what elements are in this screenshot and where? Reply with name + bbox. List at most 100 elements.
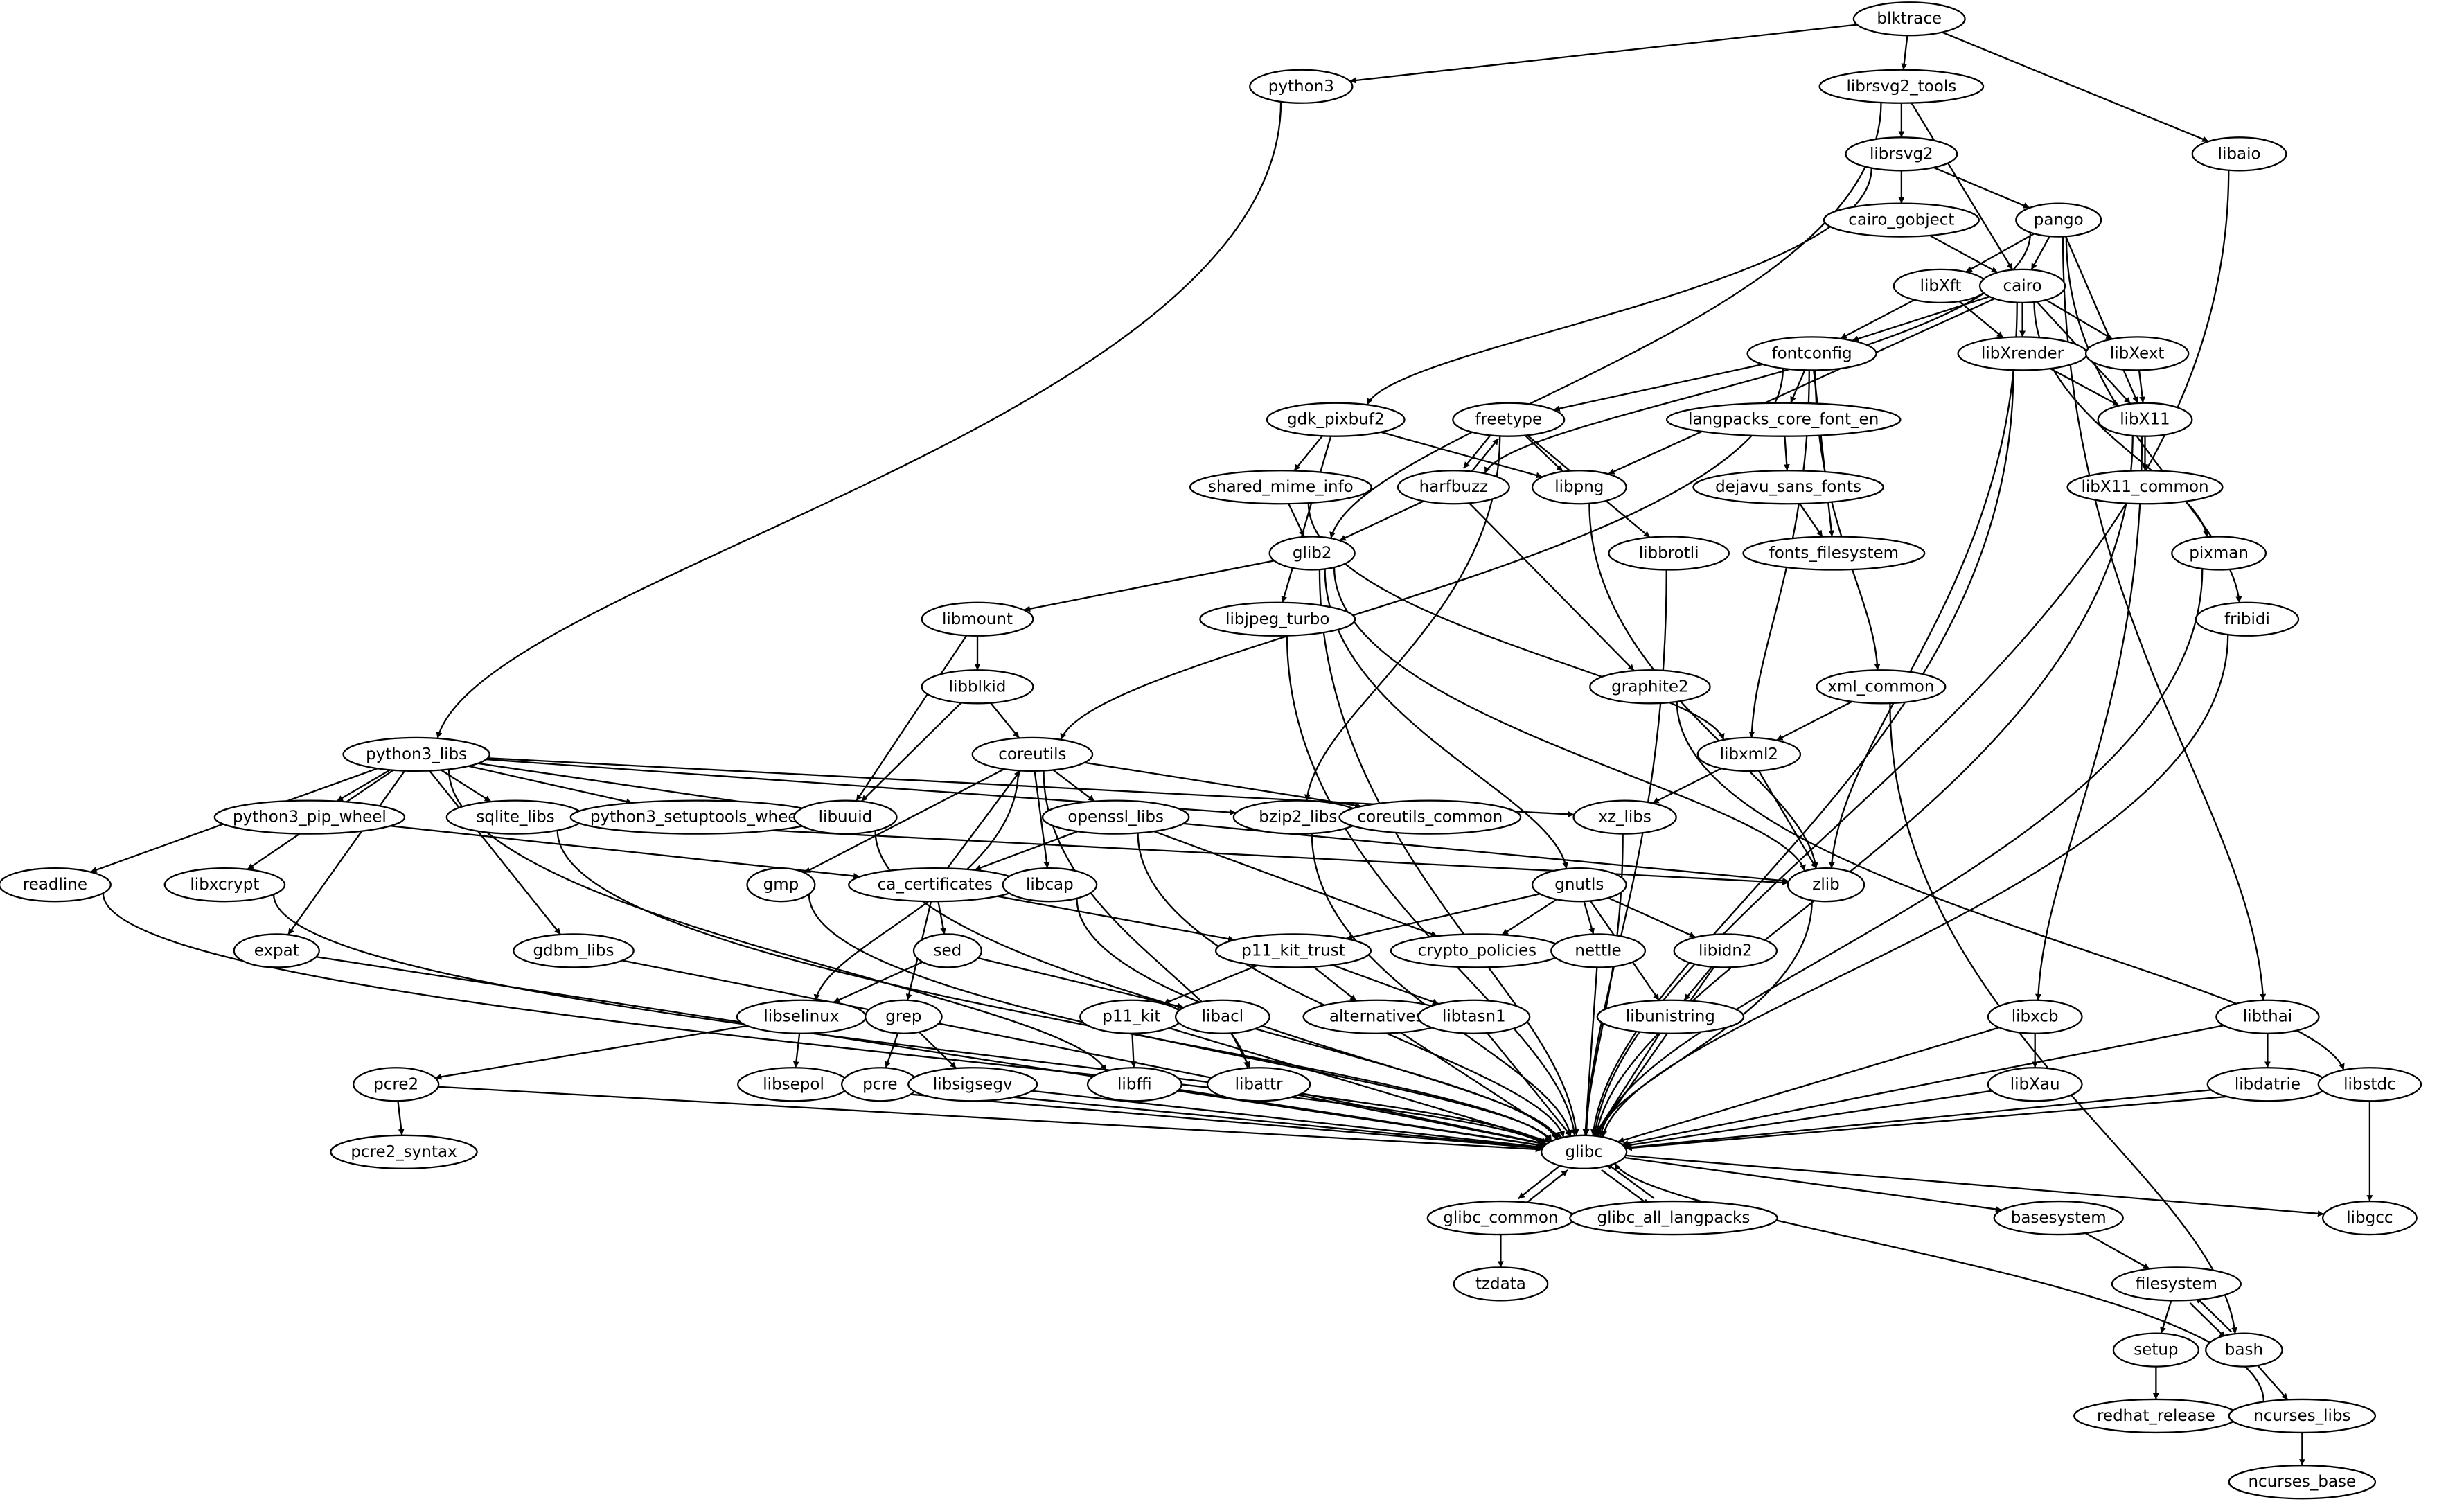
node-label: sqlite_libs (476, 808, 554, 826)
node-label: libattr (1235, 1075, 1284, 1093)
node-label: libXft (1920, 277, 1962, 295)
edge-arrow (1852, 296, 1990, 342)
edge-arrow (1293, 435, 1323, 472)
node-basesystem: basesystem (1993, 1200, 2124, 1236)
edge-readline-to-glibc (102, 893, 1546, 1146)
edge-arrow (1318, 569, 1579, 1136)
edge-arrow (1084, 761, 1362, 808)
node-ellipse (1993, 1200, 2124, 1236)
edge-libblkid-to-libuuid (860, 702, 962, 802)
node-ellipse (1673, 933, 1778, 968)
node-ellipse (1199, 601, 1356, 637)
edge-arrow (1501, 899, 1557, 936)
node-label: coreutils_common (1357, 808, 1503, 826)
edge-arrow (336, 769, 391, 802)
edge-libjpeg-turbo-to-glibc (1286, 635, 1577, 1136)
edge-fontconfig-to-coreutils (1060, 368, 1784, 741)
node-label: glibc (1565, 1143, 1603, 1161)
node-libxext: libXext (2084, 336, 2190, 371)
edge-libacl-to-libattr (1230, 1032, 1251, 1069)
node-ellipse (1987, 999, 2083, 1034)
node-p11-kit: p11_kit (1079, 999, 1184, 1034)
edge-arrow (917, 1087, 1543, 1151)
edge-glibc-to-glibc-all-langpacks (1601, 1169, 1650, 1206)
node-libuuid: libuuid (793, 799, 898, 835)
edge-libxft-to-fontconfig (1840, 299, 1915, 339)
node-ellipse (2228, 1398, 2377, 1434)
node-fontconfig: fontconfig (1746, 336, 1877, 371)
edge-arrow (556, 830, 1552, 1142)
edge-arrow (1598, 568, 2204, 1137)
edge-p11-kit-to-glibc (1169, 1027, 1551, 1143)
node-ellipse (921, 601, 1034, 637)
edge-libpng-to-zlib (1588, 503, 1818, 869)
node-libaio: libaio (2191, 136, 2287, 172)
edge-libxext-to-libx11 (2138, 370, 2146, 403)
node-label: librsvg2 (1870, 145, 1933, 163)
edge-arrow (102, 893, 1546, 1146)
edge-arrow (792, 1033, 801, 1068)
edge-arrow (436, 101, 1282, 739)
node-bzip2-libs: bzip2_libs (1232, 799, 1363, 835)
node-glibc-common: glibc_common (1426, 1200, 1575, 1236)
node-label: libdatrie (2235, 1075, 2301, 1093)
edge-arrow (1523, 1169, 1568, 1206)
node-expat: expat (233, 933, 320, 968)
node-libxcb: libxcb (1987, 999, 2083, 1034)
edge-libidn2-to-libunistring (1683, 966, 1713, 1001)
edge-arrow (1137, 833, 1566, 1138)
edge-shared-mime-info-to-glib2 (1288, 503, 1305, 538)
node-setup: setup (2112, 1332, 2200, 1368)
edge-cairo-to-fontconfig (1852, 296, 1990, 342)
node-label: harfbuzz (1419, 478, 1489, 496)
edge-arrow (1349, 24, 1857, 84)
node-libxau: libXau (1987, 1067, 2083, 1102)
edge-arrow (1052, 769, 1095, 802)
edge-alternatives-to-glibc (1400, 1032, 1563, 1139)
node-ellipse (1266, 402, 1406, 437)
edge-arrow (1625, 1089, 2211, 1151)
node-shared-mime-info: shared_mime_info (1189, 470, 1372, 505)
node-openssl-libs: openssl_libs (1041, 799, 1190, 835)
node-ellipse (1696, 736, 1802, 772)
node-ellipse (2205, 1332, 2283, 1368)
edge-arrow (885, 1033, 899, 1068)
edge-blktrace-to-librsvg2-tools (1901, 35, 1908, 70)
edge-arrow (1617, 1027, 2000, 1143)
edge-libattr-to-glibc (1302, 1092, 1547, 1147)
edge-arrow (1911, 102, 2014, 271)
edge-arrow (856, 635, 968, 802)
edge-libx11-to-libxcb (2035, 436, 2143, 1000)
edge-blktrace-to-libaio (1942, 31, 2209, 143)
node-libacl: libacl (1174, 999, 1270, 1034)
node-ellipse (793, 799, 898, 835)
node-ellipse (2066, 470, 2224, 505)
node-ncurses-base: ncurses_base (2228, 1465, 2377, 1500)
node-label: libidn2 (1699, 941, 1753, 959)
edge-python3-libs-to-python3-pip-wheel (336, 769, 391, 802)
edge-libselinux-to-pcre2 (435, 1025, 747, 1080)
edge-pango-to-libthai (2062, 236, 2267, 1000)
edge-arrow (1608, 298, 1995, 475)
node-ellipse (2215, 999, 2320, 1034)
node-cairo: cairo (1978, 268, 2066, 304)
edge-cairo-to-libpng (1608, 298, 1995, 475)
node-label: pcre2 (373, 1075, 418, 1093)
node-ellipse (1665, 402, 1902, 437)
edge-dejavu-sans-fonts-to-fonts-filesystem (1799, 503, 1823, 538)
edge-libthai-to-glibc (1622, 1025, 2224, 1147)
edge-openssl-libs-to-glibc (1137, 833, 1566, 1138)
node-label: libXrender (1981, 344, 2064, 362)
node-label: cairo (2003, 277, 2041, 295)
node-ellipse (2317, 1067, 2422, 1102)
edge-arrow (1583, 901, 1595, 935)
edge-arrow (435, 1025, 747, 1080)
node-label: libjpeg_turbo (1225, 610, 1329, 628)
node-ellipse (342, 736, 490, 772)
node-label: libxml2 (1720, 745, 1778, 763)
edge-arrow (2045, 299, 2113, 340)
edge-gdbm-libs-to-glibc (622, 959, 1547, 1147)
edge-libaio-to-glibc (1592, 170, 2230, 1136)
